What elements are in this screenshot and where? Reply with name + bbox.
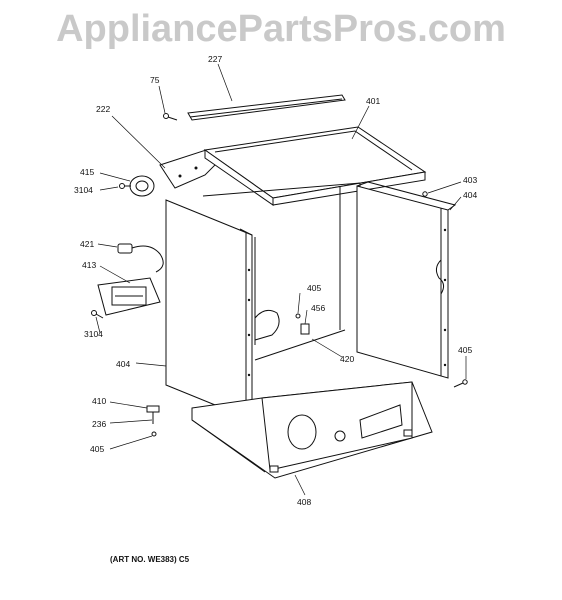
callout-405-mid: 405 [307,283,321,293]
art-number: (ART NO. WE383) C5 [110,555,190,564]
callout-222: 222 [96,104,110,114]
leader-lines [95,63,467,496]
part-413-terminal-block[interactable] [97,277,161,316]
part-456-clip[interactable] [300,323,310,335]
callout-405-right: 405 [458,345,472,355]
callout-75: 75 [150,75,160,85]
part-3104-screw-a[interactable] [119,183,132,189]
callout-401: 401 [366,96,380,106]
part-75-screw[interactable] [163,113,178,121]
part-3104-screw-b[interactable] [91,310,104,319]
part-403-screw[interactable] [422,191,428,197]
callout-227: 227 [208,54,222,64]
callout-410: 410 [92,396,106,406]
part-404-left-panel[interactable] [165,199,253,421]
callout-236: 236 [92,419,106,429]
part-404-right-panel[interactable] [356,181,457,379]
callout-456: 456 [311,303,325,313]
callout-408: 408 [297,497,311,507]
callout-420: 420 [340,354,354,364]
callout-415: 415 [80,167,94,177]
part-410-leg[interactable] [146,405,160,424]
part-405-screw-a[interactable] [295,313,301,319]
part-421-cord[interactable] [117,243,164,273]
callout-3104-bottom: 3104 [84,329,103,339]
callout-405-bottom: 405 [90,444,104,454]
part-227-rail[interactable] [187,94,346,121]
callout-404-left: 404 [116,359,130,369]
callout-421: 421 [80,239,94,249]
watermark: AppliancePartsPros.com [56,8,506,50]
part-408-base[interactable] [191,381,433,479]
callout-404-right: 404 [463,190,477,200]
part-405-screw-c[interactable] [151,431,157,437]
part-222-bracket[interactable] [159,149,221,189]
callout-413: 413 [82,260,96,270]
callout-3104-top: 3104 [74,185,93,195]
part-415-cover[interactable] [129,175,155,197]
callout-403: 403 [463,175,477,185]
part-405-screw-b[interactable] [453,379,468,388]
